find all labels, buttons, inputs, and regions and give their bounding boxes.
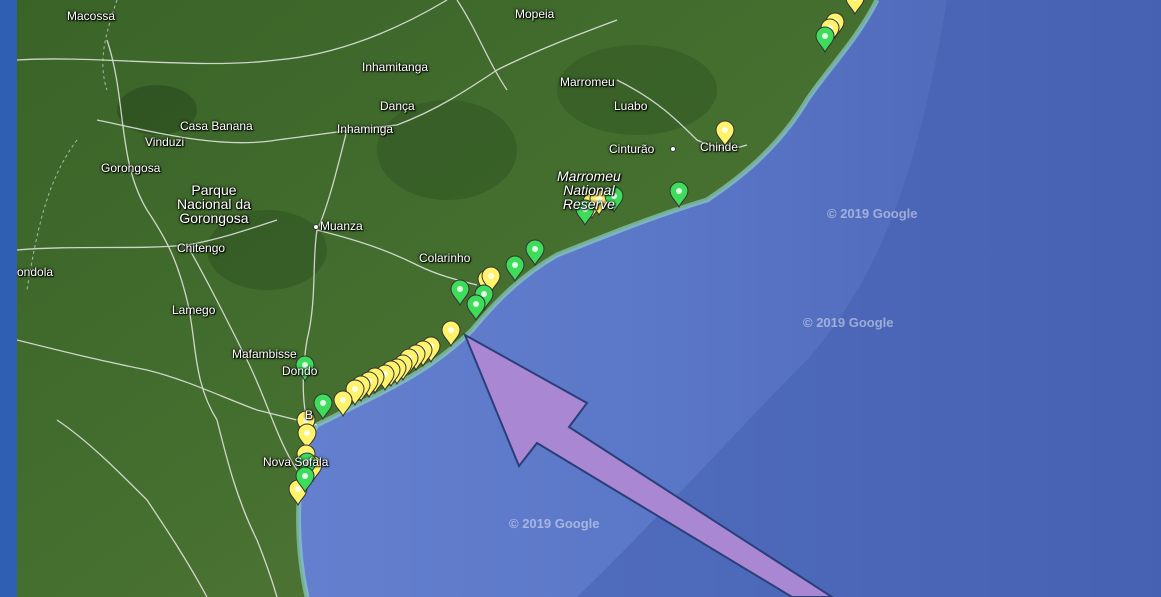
roads xyxy=(17,0,748,597)
forest-patch xyxy=(557,45,717,135)
place-label: Muanza xyxy=(320,219,363,233)
place-label: Mopeia xyxy=(515,7,555,21)
forest-patch xyxy=(117,85,197,135)
place-label: Luabo xyxy=(614,99,648,113)
place-dot xyxy=(313,224,319,230)
park-label-line: Parque xyxy=(191,182,237,198)
park-label-line: Gorongosa xyxy=(179,210,249,226)
reserve-label-line: National xyxy=(563,182,615,198)
green-map-pin[interactable] xyxy=(297,452,317,480)
place-dot xyxy=(670,146,676,152)
place-label: Colarinho xyxy=(419,251,471,265)
google-watermark: © 2019 Google xyxy=(827,206,918,221)
yellow-map-pin[interactable] xyxy=(297,423,317,451)
green-map-pin[interactable] xyxy=(604,186,624,214)
place-label: Dondo xyxy=(282,364,318,378)
place-label: Lamego xyxy=(172,303,216,317)
place-label: Cinturão xyxy=(609,142,655,156)
forest-patch xyxy=(207,210,327,290)
place-label: B xyxy=(305,408,314,422)
yellow-map-pin[interactable] xyxy=(296,410,316,438)
yellow-map-pin[interactable] xyxy=(589,189,609,217)
borders xyxy=(26,0,118,291)
yellow-map-pin[interactable] xyxy=(715,120,735,148)
green-map-pin[interactable] xyxy=(669,181,689,209)
green-map-pin[interactable] xyxy=(295,355,315,383)
reserve-label-line: Marromeu xyxy=(557,168,621,184)
green-map-pin[interactable] xyxy=(295,466,315,494)
green-markers xyxy=(295,26,835,494)
place-label: Inhaminga xyxy=(337,122,394,136)
google-watermark: © 2019 Google xyxy=(509,516,600,531)
forest-patch xyxy=(377,100,517,200)
pointer-arrow xyxy=(462,332,834,597)
reserve-label: Marromeu National Reserve xyxy=(557,169,621,211)
place-label: Mafambisse xyxy=(232,347,297,361)
place-label: Vinduzi xyxy=(145,135,185,149)
place-label: Inhamitanga xyxy=(362,60,429,74)
land-mass xyxy=(17,0,877,597)
green-map-pin[interactable] xyxy=(525,239,545,267)
park-label: Parque Nacional da Gorongosa xyxy=(177,183,251,225)
place-label: Casa Banana xyxy=(180,119,253,133)
place-label: Nova Sofala xyxy=(263,455,329,469)
place-label: Chitengo xyxy=(177,241,226,255)
yellow-map-pin[interactable] xyxy=(845,0,865,16)
green-map-pin[interactable] xyxy=(505,255,525,283)
yellow-map-pin[interactable] xyxy=(481,266,501,294)
place-label: Marromeu xyxy=(560,75,615,89)
yellow-map-pin[interactable] xyxy=(441,320,461,348)
place-label: Macossa xyxy=(67,9,116,23)
deep-ocean xyxy=(577,0,1161,597)
place-label: ondola xyxy=(17,265,54,279)
green-map-pin[interactable] xyxy=(466,294,486,322)
green-map-pin[interactable] xyxy=(450,279,470,307)
place-label: Dança xyxy=(380,99,415,113)
green-map-pin[interactable] xyxy=(815,26,835,54)
yellow-map-pin[interactable] xyxy=(333,390,353,418)
reserve-label-line: Reserve xyxy=(562,196,615,212)
map-view[interactable]: Macossa Mopeia Inhamitanga Marromeu Danç… xyxy=(17,0,1161,597)
satellite-map xyxy=(17,0,1161,597)
place-label: Chinde xyxy=(700,140,739,154)
park-label-line: Nacional da xyxy=(177,196,251,212)
place-label: Gorongosa xyxy=(101,161,161,175)
green-map-pin[interactable] xyxy=(575,199,595,227)
green-map-pin[interactable] xyxy=(313,393,333,421)
google-watermark: © 2019 Google xyxy=(803,315,894,330)
